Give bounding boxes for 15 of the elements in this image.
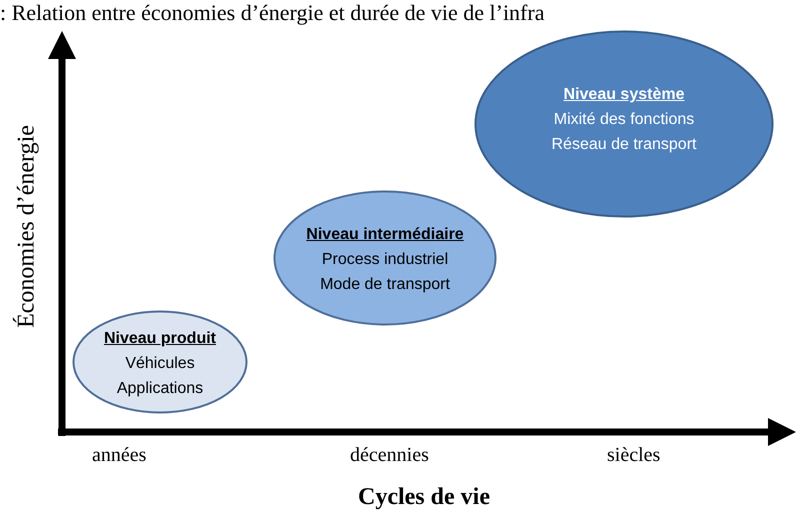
x-axis-label: Cycles de vie (358, 484, 490, 511)
level-item: Mode de transport (320, 275, 450, 295)
title: : Relation entre économies d’énergie et durée de vie de l’infra (0, 0, 544, 26)
level-item: Applications (116, 379, 204, 399)
level-item: Process industriel (322, 250, 448, 270)
tick-label: années (92, 444, 146, 467)
level-heading: Niveau système (564, 85, 684, 105)
level-heading: Niveau intermédiaire (306, 225, 464, 245)
tick-label: siècles (607, 444, 660, 467)
tick-label: décennies (350, 444, 429, 467)
level-item: Réseau de transport (552, 135, 696, 155)
level-heading: Niveau produit (104, 329, 216, 349)
level-item: Véhicules (125, 354, 195, 374)
level-item: Mixité des fonctions (554, 110, 694, 130)
y-axis-label: Économies d’énergie (14, 124, 40, 330)
